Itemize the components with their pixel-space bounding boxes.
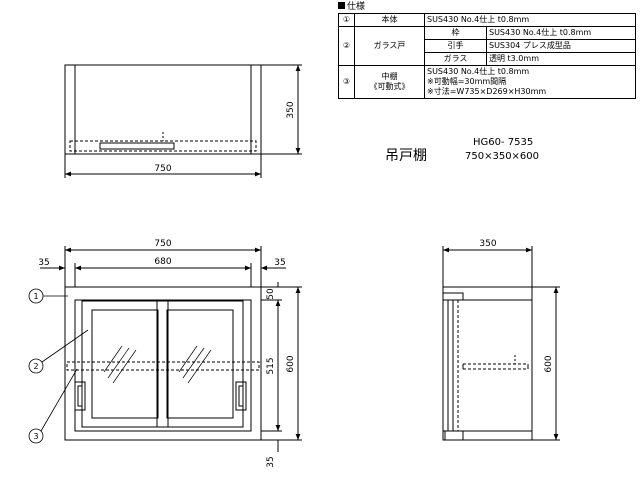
spec-row-body: ① 本体 SUS430 No.4仕上 t0.8mm [338,13,636,27]
front-view-inner [74,299,252,432]
front-left-margin-label: 35 [38,258,49,268]
glass-reflection-marks [103,345,212,384]
spec-row-number: ① [338,13,355,27]
right-glass-door [156,300,244,428]
square-bullet-icon [338,2,345,9]
spec-table: ① 本体 SUS430 No.4仕上 t0.8mm ② ガラス戸 枠 SUS43… [338,13,636,99]
callouts [28,288,89,444]
spec-block: 仕様 ① 本体 SUS430 No.4仕上 t0.8mm ② ガラス戸 枠 SU… [338,2,636,99]
front-inner-height-label: 515 [266,357,276,374]
spec-subpart: 枠 [424,26,487,40]
front-bottom-band-label: 35 [266,456,276,467]
top-depth-label: 350 [286,101,296,118]
callout-2-circle [28,358,44,374]
middle-shelf [66,361,260,371]
spec-subpart: ガラス [424,52,487,66]
side-view [442,246,560,441]
top-view-outline [64,64,262,155]
side-view-outline [442,286,533,441]
callout-3-label: 3 [33,432,38,441]
spec-part: 中棚《可動式》 [354,65,425,99]
front-top-band-label: 50 [266,288,276,300]
callout-3-circle [28,428,44,444]
spec-row-number: ③ [338,65,355,99]
product-label: 吊戸棚 HG60- 7535 750×350×600 [385,135,585,175]
callout-2-label: 2 [33,362,38,371]
front-width-label: 750 [154,239,171,249]
right-door-handle [235,381,247,411]
top-width-label: 750 [154,164,171,174]
spec-part: ガラス戸 [354,26,425,66]
front-dimensions [40,246,302,452]
product-size: 750×350×600 [465,151,540,162]
spec-part: 本体 [354,13,425,27]
product-code: HG60- 7535 [473,137,534,148]
spec-row-number: ② [338,26,355,66]
spec-value: SUS430 No.4仕上 t0.8mm [424,13,636,27]
front-view-outline [64,286,262,441]
side-view-door-rail [442,292,464,301]
front-height-label: 600 [286,355,296,372]
spec-value: SUS304 プレス成型品 [486,39,636,53]
spec-value: 透明 t3.0mm [486,52,636,66]
spec-value: SUS430 No.4仕上 t0.8mm※可動幅=30mm間隔※寸法=W735×… [424,65,636,99]
spec-subpart: 引手 [424,39,487,53]
left-glass-door [81,300,169,428]
front-view [64,286,262,441]
left-door-handle [74,381,86,411]
spec-title: 仕様 [338,2,636,13]
spec-row-door-frame: ② ガラス戸 枠 SUS430 No.4仕上 t0.8mm [338,26,636,66]
spec-value: SUS430 No.4仕上 t0.8mm [486,26,636,40]
product-name: 吊戸棚 [385,148,427,164]
side-height-label: 600 [544,355,554,372]
top-view [64,64,302,178]
side-depth-label: 350 [479,239,496,249]
spec-row-shelf: ③ 中棚《可動式》 SUS430 No.4仕上 t0.8mm※可動幅=30mm間… [338,65,636,99]
front-inner-width-label: 680 [154,257,171,267]
callout-1-label: 1 [33,292,38,301]
front-right-margin-label: 35 [274,258,285,268]
